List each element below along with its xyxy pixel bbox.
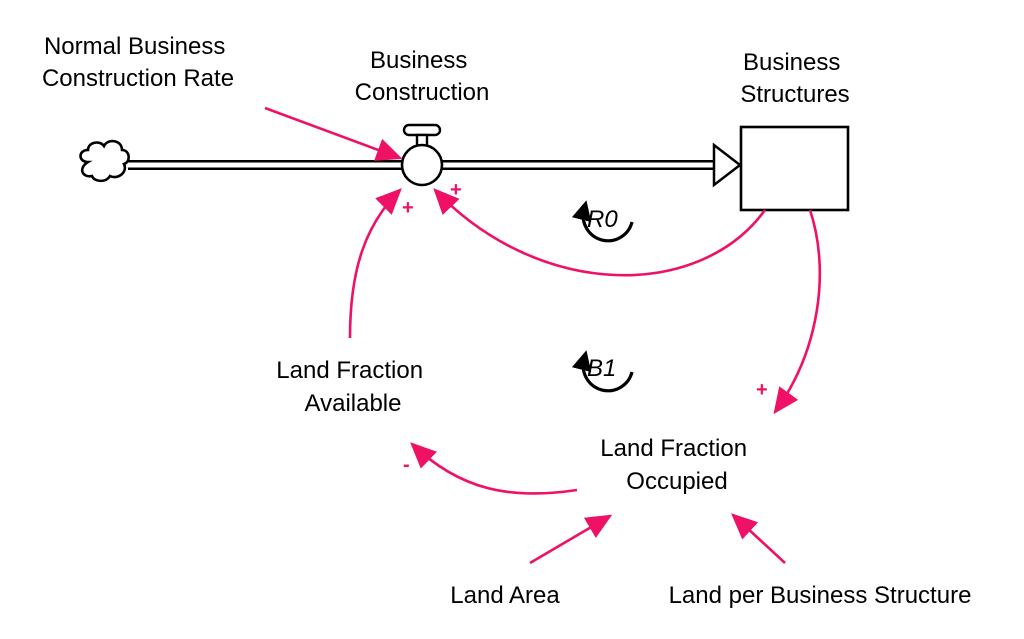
link-structures-to-occupied[interactable]: [773, 209, 822, 415]
polarity-available-to-construction: +: [402, 197, 414, 219]
land-area-label[interactable]: Land Area: [450, 582, 560, 609]
loop-r0[interactable]: R0: [571, 200, 634, 243]
polarity-structures-to-construction: +: [450, 179, 462, 201]
business-construction-label[interactable]: Business Construction: [355, 47, 490, 106]
business-structures-label[interactable]: Business Structures: [740, 49, 849, 108]
causal-links: [264, 106, 822, 565]
link-land-area-to-occupied[interactable]: [529, 514, 613, 565]
link-occupied-to-available[interactable]: [410, 442, 578, 495]
loop-r0-arrow-icon: [571, 200, 634, 243]
flow-arrowhead: [712, 142, 743, 188]
loop-b1-arrow-icon: [571, 350, 634, 393]
polarity-signs: + + + -: [402, 179, 768, 476]
normal-rate-label[interactable]: Normal Business Construction Rate: [42, 33, 234, 92]
link-land-per-structure-to-occupied[interactable]: [731, 513, 786, 564]
valve-handle: [402, 123, 442, 137]
link-normal-rate-to-construction[interactable]: [264, 106, 403, 161]
polarity-structures-to-occupied: +: [756, 379, 768, 401]
business-construction-valve[interactable]: [400, 123, 444, 187]
loop-b1-label: B1: [587, 355, 616, 382]
valve-circle: [400, 143, 444, 187]
link-structures-to-construction[interactable]: [433, 188, 767, 277]
polarity-occupied-to-available: -: [403, 454, 410, 476]
link-available-to-construction[interactable]: [348, 188, 402, 339]
land-fraction-available-label[interactable]: Land Fraction Available: [276, 357, 429, 417]
business-structures-stock[interactable]: [739, 125, 850, 212]
land-fraction-occupied-label[interactable]: Land Fraction Occupied: [600, 435, 753, 495]
land-per-structure-label[interactable]: Land per Business Structure: [669, 582, 972, 609]
variable-labels: Normal Business Construction Rate Busine…: [42, 33, 971, 609]
loop-r0-label: R0: [587, 206, 618, 233]
cloud-source-icon[interactable]: [79, 139, 130, 183]
loop-b1[interactable]: B1: [571, 350, 634, 393]
